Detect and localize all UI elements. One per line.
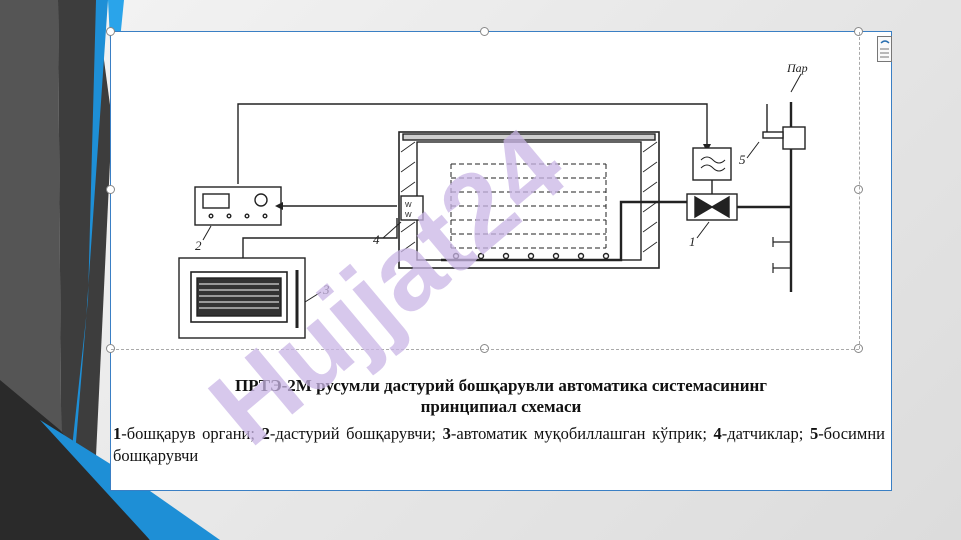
schematic-diagram: 1 2 3 4 5 Пар W W [178,61,808,339]
resize-handle-br[interactable] [854,344,863,353]
signal-line-top [237,103,708,184]
selection-border-right [859,32,860,349]
diagram-frame[interactable]: 1 2 3 4 5 Пар W W ПРТЭ-2М русумли дастур… [106,27,892,491]
pressure-regulator-body [782,126,806,150]
legend-text-3: -автоматик муқобиллашган кўприк; [450,424,714,443]
legend-text-4: -датчиклар; [721,424,810,443]
actuator-spring [700,156,726,172]
legend-text-2: -дастурий бошқарувчи; [269,424,443,443]
signal-line-bridge [242,218,398,258]
dark-corner [0,380,150,540]
legend-num-3: 3 [442,424,451,443]
sensors-block [400,195,424,221]
resize-handle-ml[interactable] [106,185,115,194]
program-controller [194,186,282,226]
callout-4: 4 [373,232,380,247]
legend-num-2: 2 [261,424,270,443]
sensor-mark-1: W [405,202,412,209]
caption-legend: 1-бошқарув органи; 2-дастурий бошқарувчи… [113,423,885,467]
resize-handle-tr[interactable] [854,27,863,36]
bridge-screen [190,271,288,323]
layout-options-icon[interactable] [877,36,892,62]
resize-handle-bc[interactable] [480,344,489,353]
legend-num-5: 5 [809,424,819,443]
steam-pipe [441,200,687,262]
controller-display [202,193,230,209]
valve-symbol [694,195,730,219]
caption-block: ПРТЭ-2М русумли дастурий бошқарувли авто… [111,375,891,467]
resize-handle-mr[interactable] [854,185,863,194]
selection-border-bottom [111,349,859,350]
resize-handle-bl[interactable] [106,344,115,353]
actuator [692,147,732,181]
callout-3: 3 [322,282,330,297]
layout-options-glyph [880,40,890,58]
caption-title-line1: ПРТЭ-2М русумли дастурий бошқарувли авто… [234,376,768,395]
resize-handle-tc[interactable] [480,27,489,36]
chamber-lid [402,133,656,141]
resize-handle-tl[interactable] [106,27,115,36]
callout-5: 5 [739,152,746,167]
legend-num-4: 4 [713,424,722,443]
controller-dial [254,193,268,207]
callout-2: 2 [195,238,202,253]
legend-text-1: -бошқарув органи; [121,424,262,443]
legend-num-1: 1 [113,424,122,443]
callout-1: 1 [689,234,696,249]
nozzles [452,252,610,260]
steam-label: Пар [786,61,808,75]
bridge-chart-lines [199,283,279,309]
blue-stripe [62,0,108,540]
legend-text-5: -босимни бошқарувчи [113,424,885,465]
sensor-mark-2: W [405,212,412,219]
branch-lines [772,237,791,273]
insulation-hatching [400,141,658,253]
caption-title-line2: принципиал схемаси [420,397,582,416]
product-layers [450,163,607,249]
chamber-outer [398,131,660,269]
